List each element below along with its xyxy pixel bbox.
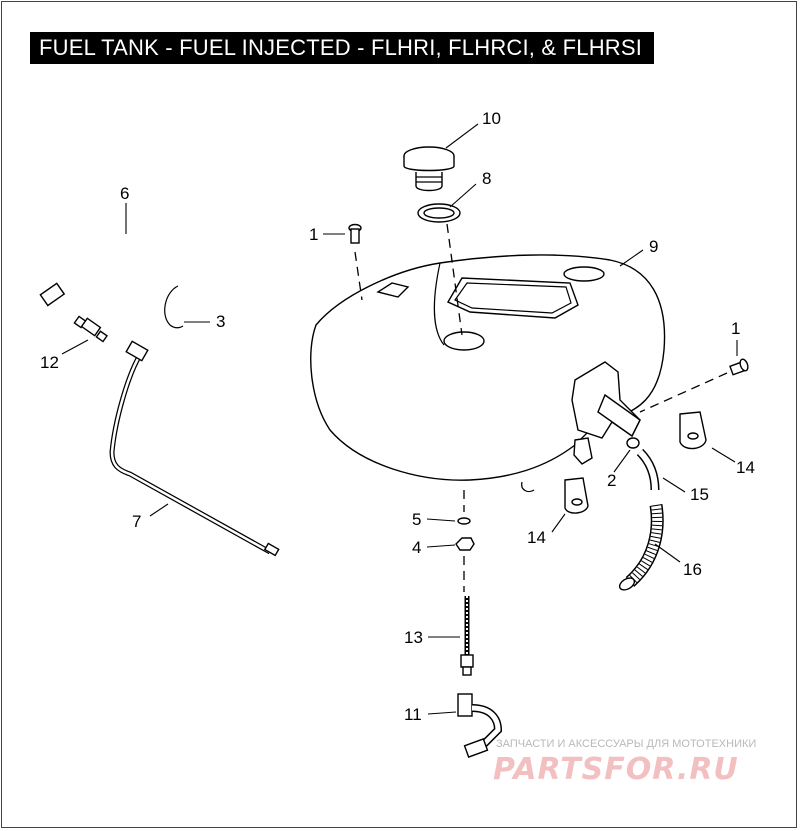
callout-16: 16 (683, 560, 702, 579)
watermark-tagline: ЗАПЧАСТИ И АКСЕССУАРЫ ДЛЯ МОТОТЕХНИКИ (496, 738, 757, 750)
mount-plate-left[interactable] (564, 477, 589, 514)
grommet[interactable] (626, 437, 640, 449)
fuel-supply-fitting[interactable] (460, 596, 474, 676)
washer[interactable] (457, 517, 471, 525)
fuel-cap[interactable] (403, 146, 455, 192)
callout-12: 12 (40, 353, 59, 372)
callout-15: 15 (690, 485, 709, 504)
callout-1-right: 1 (731, 319, 740, 338)
screw-upper-centerline (354, 251, 363, 301)
leader-lines (61, 123, 738, 715)
screw-right[interactable] (729, 358, 749, 376)
callout-4: 4 (412, 538, 421, 557)
diagram-title: FUEL TANK - FUEL INJECTED - FLHRI, FLHRC… (30, 32, 655, 64)
screw-upper[interactable] (348, 223, 362, 244)
watermark-logo: PARTSFOR.RU (493, 752, 739, 787)
elbow-fitting[interactable] (457, 693, 503, 758)
hose-clip[interactable] (164, 285, 184, 329)
vent-hose[interactable] (39, 222, 249, 307)
mount-plate-right-hole (687, 432, 699, 440)
corrugated-hose[interactable] (618, 503, 664, 592)
check-valve-fitting[interactable] (73, 315, 108, 343)
fuel-tank[interactable] (310, 254, 666, 493)
callout-7: 7 (132, 512, 141, 531)
mount-plate-right[interactable] (679, 411, 707, 450)
callout-14-left: 14 (527, 528, 546, 547)
nut[interactable] (455, 537, 475, 551)
mount-plate-left-hole (571, 498, 583, 506)
callout-2: 2 (607, 471, 616, 490)
callout-11: 11 (404, 705, 422, 724)
callout-9: 9 (649, 237, 658, 256)
callout-10: 10 (482, 109, 501, 128)
overflow-hose[interactable] (109, 340, 280, 557)
callout-6: 6 (120, 184, 129, 203)
callout-5: 5 (412, 510, 421, 529)
screw-right-centerline (639, 372, 728, 413)
callout-8: 8 (482, 169, 491, 188)
callout-13: 13 (404, 628, 423, 647)
callout-1-upper: 1 (309, 225, 318, 244)
callout-14-right: 14 (736, 458, 755, 477)
callout-3: 3 (216, 312, 225, 331)
cap-centerline (446, 223, 463, 336)
cap-gasket[interactable] (417, 203, 461, 223)
